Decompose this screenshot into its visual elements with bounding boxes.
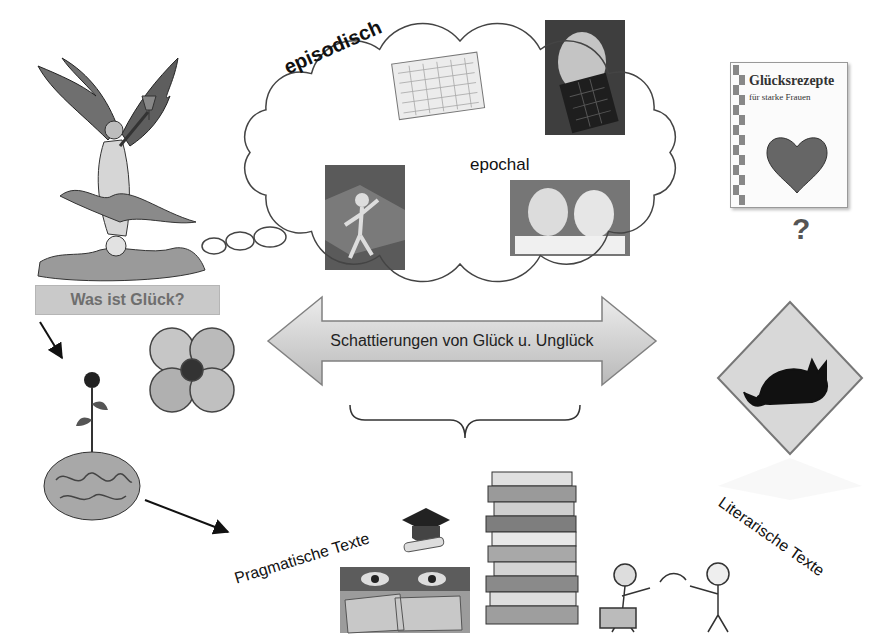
illustration-part	[718, 458, 862, 500]
thought-bubbles	[202, 227, 286, 254]
book-stack	[486, 472, 578, 624]
illustration-part	[488, 486, 576, 502]
illustration-part	[403, 537, 444, 553]
heart-icon	[767, 138, 827, 193]
double-arrow-band: Schattierungen von Glück u. Unglück	[267, 296, 657, 386]
rose-icon	[76, 372, 108, 452]
text-category-label: Literarische Texte	[715, 494, 828, 581]
illustration-part	[528, 188, 568, 236]
flower-icon	[150, 328, 234, 412]
node-text: Schattierungen von Glück u. Unglück	[267, 332, 657, 350]
illustration-part	[105, 121, 123, 139]
fortuna-engraving	[38, 58, 205, 281]
text-category-label: Pragmatische Texte	[232, 529, 371, 587]
chocolate-photo	[545, 20, 625, 135]
checker-strip	[739, 95, 745, 105]
question-mark: ?	[792, 212, 810, 246]
book-title: Glücksrezepte	[749, 73, 843, 89]
question-box: Was ist Glück?	[35, 285, 220, 315]
lottery-ticket	[392, 52, 485, 119]
checker-strip	[739, 155, 745, 165]
illustration-part	[494, 502, 574, 516]
brain-icon	[44, 452, 140, 520]
checker-strip	[733, 185, 739, 195]
node-text: episodisch	[280, 15, 385, 79]
illustration-part	[345, 594, 462, 633]
illustration-part	[202, 238, 226, 254]
illustration-part	[181, 359, 203, 381]
illustration-part	[418, 572, 446, 586]
illustration-part	[488, 546, 576, 562]
illustration-part	[98, 140, 129, 236]
climber-photo	[325, 165, 405, 270]
illustration-part	[120, 112, 148, 146]
illustration-part	[254, 227, 286, 247]
illustration-part	[355, 193, 369, 207]
checker-strip	[733, 125, 739, 135]
node-text: epochal	[470, 155, 530, 175]
illustration-part	[545, 20, 625, 135]
checker-strip	[739, 175, 745, 185]
illustration-part	[142, 96, 156, 120]
illustration-part	[718, 302, 862, 454]
checker-strip	[733, 105, 739, 115]
checker-strip	[739, 195, 745, 205]
illustration-part	[84, 372, 100, 388]
illustration-part	[614, 564, 636, 586]
checker-strip	[733, 165, 739, 175]
illustration-part	[340, 567, 470, 633]
illustration-part	[371, 575, 379, 583]
book-cover: Glücksrezepte für starke Frauen	[730, 62, 848, 208]
illustration-part	[325, 165, 405, 270]
illustration-part	[345, 200, 378, 258]
checker-strip	[739, 75, 745, 85]
pointer-arrow	[145, 500, 228, 532]
illustration-part	[76, 402, 108, 426]
double-arrow-shape	[268, 297, 656, 385]
curly-bracket	[350, 405, 580, 438]
illustration-part	[56, 473, 132, 499]
checker-strip	[739, 135, 745, 145]
pointer-arrow	[40, 322, 62, 358]
cat-sign	[718, 302, 862, 500]
cloud-outline	[215, 5, 705, 300]
checker-strip	[733, 145, 739, 155]
illustration-part	[340, 567, 470, 591]
illustration-part	[490, 592, 576, 606]
graduation-cap	[402, 508, 450, 552]
illustration-part	[494, 562, 576, 576]
illustration-part	[486, 516, 576, 532]
cartoon	[600, 563, 729, 632]
illustration-part	[492, 472, 572, 486]
illustration-part	[660, 574, 686, 583]
illustration-part	[226, 232, 254, 250]
illustration-part	[428, 575, 436, 583]
illustration-part	[397, 57, 479, 117]
checker-strip	[733, 65, 739, 75]
illustration-part	[567, 76, 614, 130]
illustration-part	[510, 180, 630, 256]
book-subtitle: für starke Frauen	[749, 92, 843, 102]
illustration-part	[44, 452, 140, 520]
money-photo	[340, 567, 470, 633]
illustration-part	[600, 608, 636, 628]
illustration-part	[361, 572, 389, 586]
checker-strip	[733, 85, 739, 95]
checker-strip	[739, 115, 745, 125]
illustration-part	[392, 52, 485, 119]
illustration-part	[106, 236, 126, 256]
illustration-part	[515, 236, 625, 254]
node-text: Was ist Glück?	[48, 291, 207, 309]
illustration-part	[492, 532, 576, 546]
illustration-part	[60, 190, 196, 222]
illustration-part	[690, 585, 728, 632]
thought-cloud: episodisch epochal	[215, 5, 705, 300]
couple-photo	[510, 180, 630, 256]
illustration-part	[744, 360, 827, 406]
illustration-part	[707, 563, 729, 585]
illustration-part	[486, 606, 578, 624]
illustration-part	[486, 576, 578, 592]
illustration-part	[559, 73, 618, 134]
